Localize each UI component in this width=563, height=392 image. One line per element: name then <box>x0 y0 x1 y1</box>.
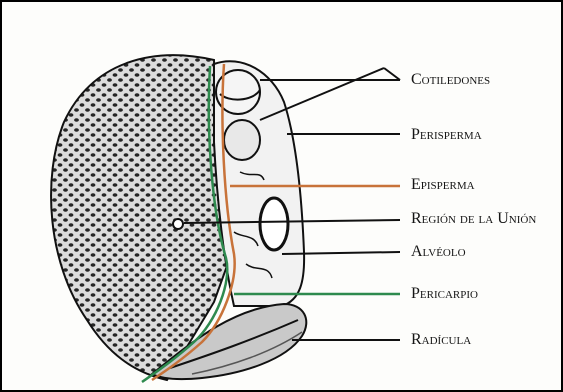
label-cotiledones: Cotiledones <box>411 71 490 88</box>
label-pericarpio: Pericarpio <box>411 285 478 302</box>
label-region-union: Región de la Unión <box>411 210 536 227</box>
cotyledon-lower <box>224 120 260 160</box>
label-episperma: Episperma <box>411 176 475 193</box>
leader-cotiledones-3 <box>384 68 400 80</box>
alveolo-cavity <box>260 198 288 250</box>
label-alveolo: Alvéolo <box>411 243 466 260</box>
region-union-mark <box>173 219 183 229</box>
label-perisperma: Perisperma <box>411 126 482 143</box>
label-radicula: Radícula <box>411 331 471 348</box>
